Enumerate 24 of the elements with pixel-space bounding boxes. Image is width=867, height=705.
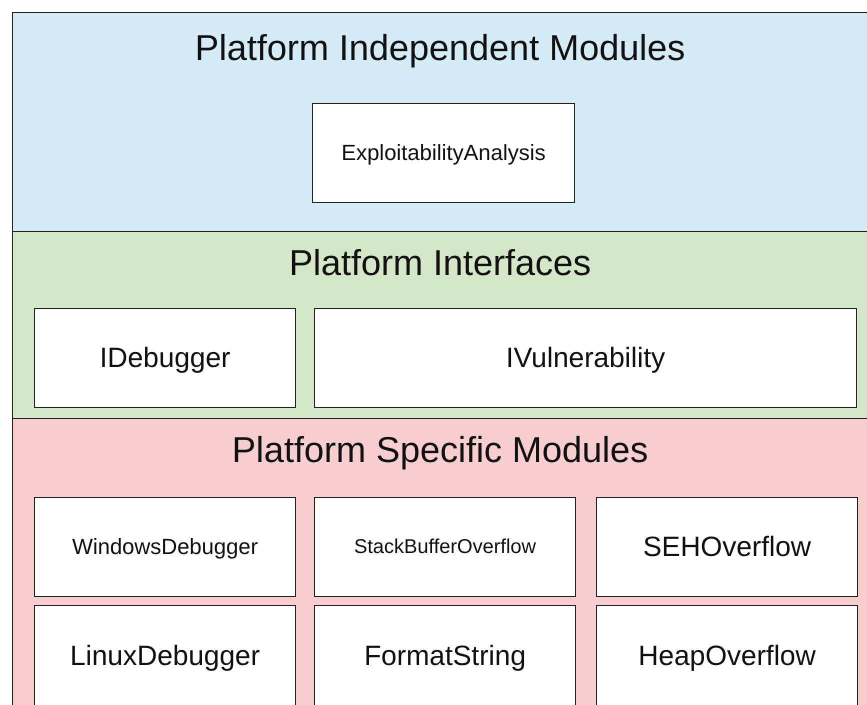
module-box bbox=[312, 103, 575, 203]
layer-panel bbox=[12, 12, 867, 232]
module-name: WindowsDebugger bbox=[72, 534, 258, 560]
module-box bbox=[314, 308, 857, 408]
layer-panel bbox=[12, 231, 867, 419]
layer-title: Platform Interfaces bbox=[288, 242, 592, 283]
module-name: IDebugger bbox=[100, 342, 230, 374]
module-box bbox=[596, 605, 858, 705]
module-box bbox=[34, 605, 296, 705]
module-box bbox=[34, 497, 296, 597]
module-name: ExploitabilityAnalysis bbox=[341, 140, 546, 166]
module-box bbox=[596, 497, 858, 597]
module-name: FormatString bbox=[364, 640, 526, 672]
module-box bbox=[314, 497, 576, 597]
module-name: StackBufferOverflow bbox=[354, 536, 536, 558]
module-box bbox=[34, 308, 296, 408]
layer-title: Platform Specific Modules bbox=[232, 429, 648, 470]
layer-panel bbox=[12, 418, 867, 705]
module-box bbox=[314, 605, 576, 705]
module-name: IVulnerability bbox=[506, 342, 666, 374]
layer-title: Platform Independent Modules bbox=[194, 27, 686, 68]
module-name: LinuxDebugger bbox=[70, 640, 260, 672]
module-name: HeapOverflow bbox=[638, 640, 816, 672]
module-name: SEHOverflow bbox=[642, 531, 812, 563]
